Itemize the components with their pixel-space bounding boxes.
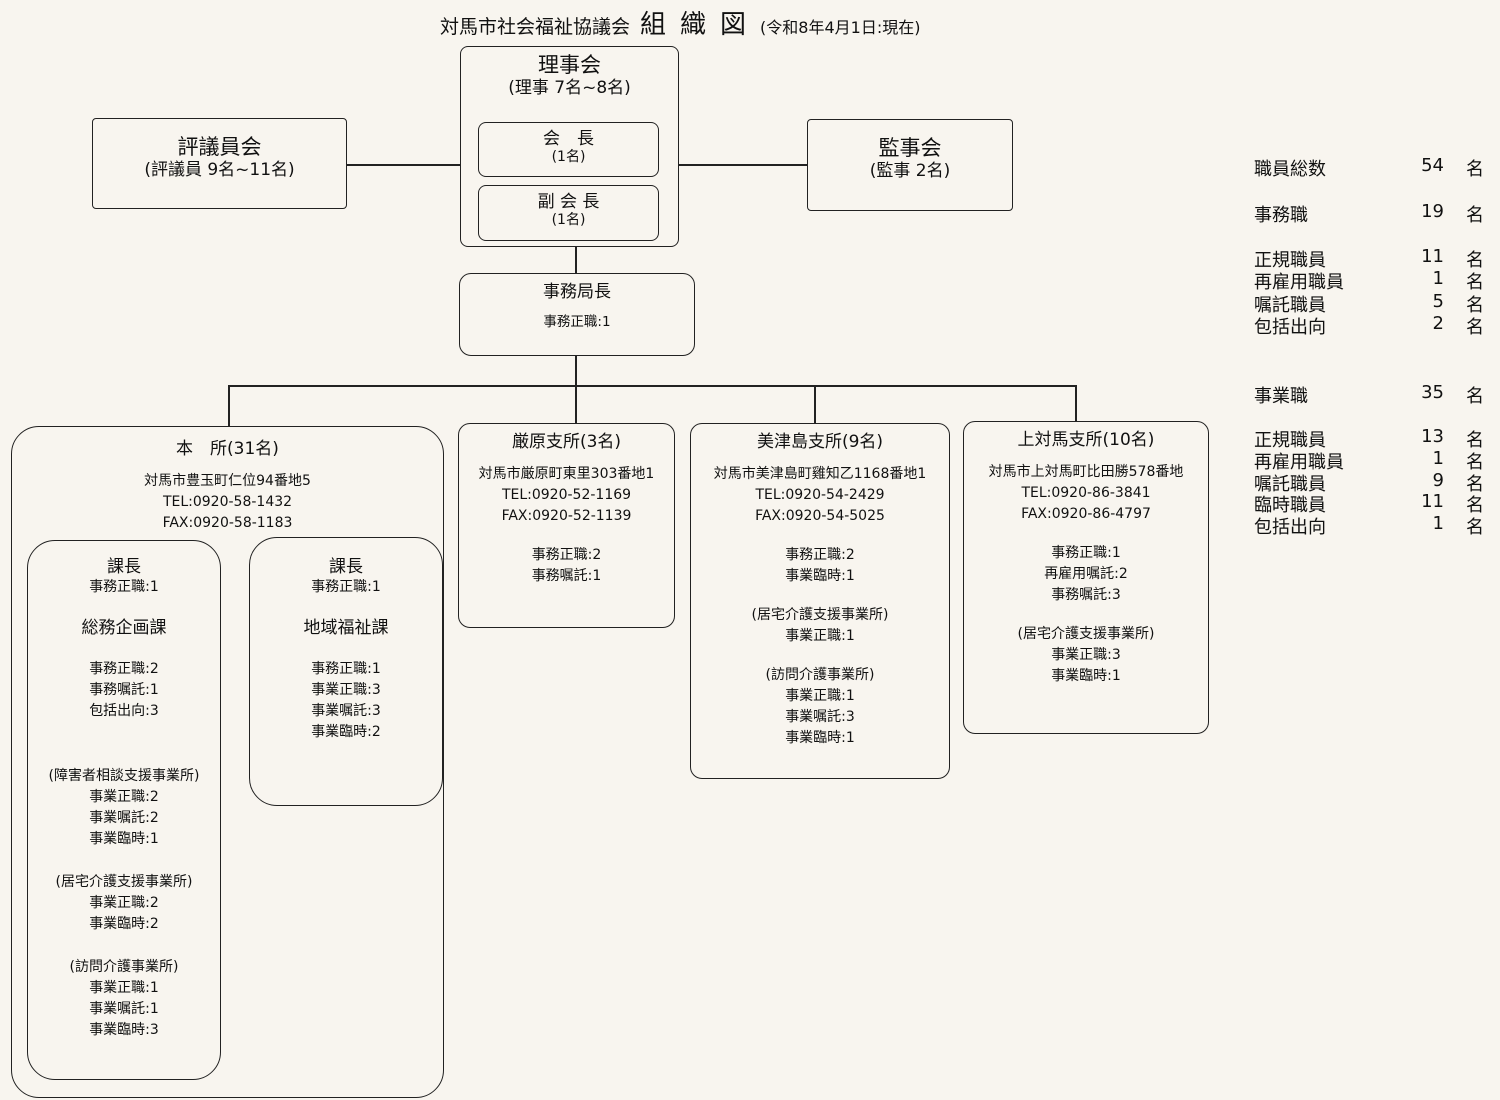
staff-line: 事務正職:1 xyxy=(1051,545,1121,562)
chart-title: 組織図 xyxy=(640,10,761,40)
head-office-tel: TEL:0920-58-1432 xyxy=(162,494,293,511)
councilors-name: 評議員会 xyxy=(177,135,262,159)
section-name: 地域福祉課 xyxy=(303,618,389,639)
org-name: 対馬市社会福祉協議会 xyxy=(440,16,631,38)
staff-line: 事業臨時:1 xyxy=(785,568,855,585)
staff-line: 事務嘱託:3 xyxy=(1051,587,1121,604)
branch-name: 厳原支所(3名) xyxy=(511,432,622,452)
staff-line: 事業臨時:3 xyxy=(89,1021,159,1038)
branch-fax: FAX:0920-86-4797 xyxy=(1021,506,1151,523)
staff-line: 事業臨時:2 xyxy=(89,915,159,932)
staff-line: 事務嘱託:1 xyxy=(531,568,602,585)
branch-tel: TEL:0920-52-1169 xyxy=(501,487,632,504)
staff-line: 事業正職:3 xyxy=(311,681,381,698)
connector-board-auditors xyxy=(678,164,808,166)
vice-chair-name: 副 会 長 xyxy=(537,192,600,212)
section-chief: 課長 xyxy=(107,557,141,577)
board-box: 理事会 (理事 7名~8名) 会 長 (1名) 副 会 長 (1名) xyxy=(460,46,679,247)
office-name: (訪問介護事業所) xyxy=(765,667,875,684)
staff-line: 事業正職:2 xyxy=(89,788,159,805)
office-name: (居宅介護支援事業所) xyxy=(55,873,193,890)
branch-address: 対馬市美津島町雞知乙1168番地1 xyxy=(713,466,927,483)
office-name: (障害者相談支援事業所) xyxy=(48,767,200,784)
page-title: 対馬市社会福祉協議会組織図(令和8年4月1日:現在) xyxy=(440,4,920,41)
head-office-fax: FAX:0920-58-1183 xyxy=(162,515,293,532)
branch-fax: FAX:0920-52-1139 xyxy=(501,508,632,525)
staff-line: 事務正職:1 xyxy=(311,660,381,677)
staff-line: 事業正職:2 xyxy=(89,894,159,911)
izuhara-branch-box: 厳原支所(3名) 対馬市厳原町東里303番地1 TEL:0920-52-1169… xyxy=(458,423,675,628)
board-count: (理事 7名~8名) xyxy=(508,78,631,99)
branch-name: 上対馬支所(10名) xyxy=(1017,430,1155,450)
chair-box: 会 長 (1名) xyxy=(478,122,659,177)
office-name: (居宅介護支援事業所) xyxy=(1017,626,1155,643)
vice-chair-box: 副 会 長 (1名) xyxy=(478,185,659,241)
branch-name: 美津島支所(9名) xyxy=(756,432,884,452)
staff-line: 事務正職:2 xyxy=(89,660,159,677)
staff-line: 事業嘱託:2 xyxy=(89,809,159,826)
auditors-count: (監事 2名) xyxy=(869,161,951,182)
connector-kamitsushima xyxy=(1075,385,1077,421)
section-chief: 課長 xyxy=(329,557,363,577)
staff-line: 再雇用嘱託:2 xyxy=(1044,566,1128,583)
as-of-date: (令和8年4月1日:現在) xyxy=(760,18,921,37)
head-office-box: 本 所(31名) 対馬市豊玉町仁位94番地5 TEL:0920-58-1432 … xyxy=(11,426,444,1098)
councilors-box: 評議員会 (評議員 9名~11名) xyxy=(92,118,347,209)
staff-line: 事業正職:1 xyxy=(785,688,855,705)
staff-line: 事務正職:2 xyxy=(785,547,855,564)
mitsushima-branch-box: 美津島支所(9名) 対馬市美津島町雞知乙1168番地1 TEL:0920-54-… xyxy=(690,423,950,779)
staff-line: 事業正職:3 xyxy=(1051,647,1121,664)
secretary-general-box: 事務局長 事務正職:1 xyxy=(459,273,695,356)
branch-tel: TEL:0920-54-2429 xyxy=(755,487,885,504)
staff-line: 事業臨時:1 xyxy=(1051,668,1121,685)
general-affairs-section: 課長 事務正職:1 総務企画課 事務正職:2 事務嘱託:1 包括出向:3 (障害… xyxy=(27,540,221,1080)
staff-line: 事業嘱託:3 xyxy=(311,702,381,719)
connector-councilors-board xyxy=(346,164,460,166)
councilors-count: (評議員 9名~11名) xyxy=(144,160,295,181)
board-name: 理事会 xyxy=(538,53,601,77)
staff-line: 事業正職:1 xyxy=(785,628,855,645)
section-chief-staff: 事務正職:1 xyxy=(89,579,159,596)
staff-line: 事業臨時:1 xyxy=(89,830,159,847)
auditors-name: 監事会 xyxy=(878,136,942,160)
connector-board-secretary xyxy=(575,246,577,274)
staff-line: 事務正職:2 xyxy=(531,547,602,564)
staff-line: 事業臨時:2 xyxy=(311,723,381,740)
connector-secretary-branches xyxy=(575,355,577,423)
secretary-general-staff: 事務正職:1 xyxy=(543,314,611,331)
kamitsushima-branch-box: 上対馬支所(10名) 対馬市上対馬町比田勝578番地 TEL:0920-86-3… xyxy=(963,421,1209,734)
section-chief-staff: 事務正職:1 xyxy=(311,579,381,596)
staff-line: 事業正職:1 xyxy=(89,979,159,996)
branch-fax: FAX:0920-54-5025 xyxy=(755,508,885,525)
chair-count: (1名) xyxy=(551,149,586,166)
section-name: 総務企画課 xyxy=(81,618,167,639)
staff-line: 事業臨時:1 xyxy=(785,730,855,747)
connector-head-office xyxy=(228,385,230,427)
head-office-name: 本 所(31名) xyxy=(176,439,279,459)
head-office-address: 対馬市豊玉町仁位94番地5 xyxy=(144,473,311,490)
connector-izuhara xyxy=(814,385,816,423)
staff-line: 包括出向:3 xyxy=(89,702,159,719)
connector-branch-bus xyxy=(228,385,1076,387)
staff-line: 事業嘱託:1 xyxy=(89,1000,159,1017)
vice-chair-count: (1名) xyxy=(551,212,586,229)
chair-name: 会 長 xyxy=(543,129,594,149)
auditors-box: 監事会 (監事 2名) xyxy=(807,119,1013,211)
office-name: (訪問介護事業所) xyxy=(69,958,179,975)
community-welfare-section: 課長 事務正職:1 地域福祉課 事務正職:1 事業正職:3 事業嘱託:3 事業臨… xyxy=(249,537,443,806)
staff-line: 事務嘱託:1 xyxy=(89,681,159,698)
secretary-general-name: 事務局長 xyxy=(543,282,611,302)
branch-tel: TEL:0920-86-3841 xyxy=(1021,485,1151,502)
staff-line: 事業嘱託:3 xyxy=(785,709,855,726)
office-name: (居宅介護支援事業所) xyxy=(751,607,889,624)
branch-address: 対馬市厳原町東里303番地1 xyxy=(478,466,655,483)
branch-address: 対馬市上対馬町比田勝578番地 xyxy=(988,464,1184,481)
staff-summary: 職員総数 54 名 事務職 19 名 正規職員 11 名 再雇用職員 1 名 嘱… xyxy=(1254,155,1484,538)
